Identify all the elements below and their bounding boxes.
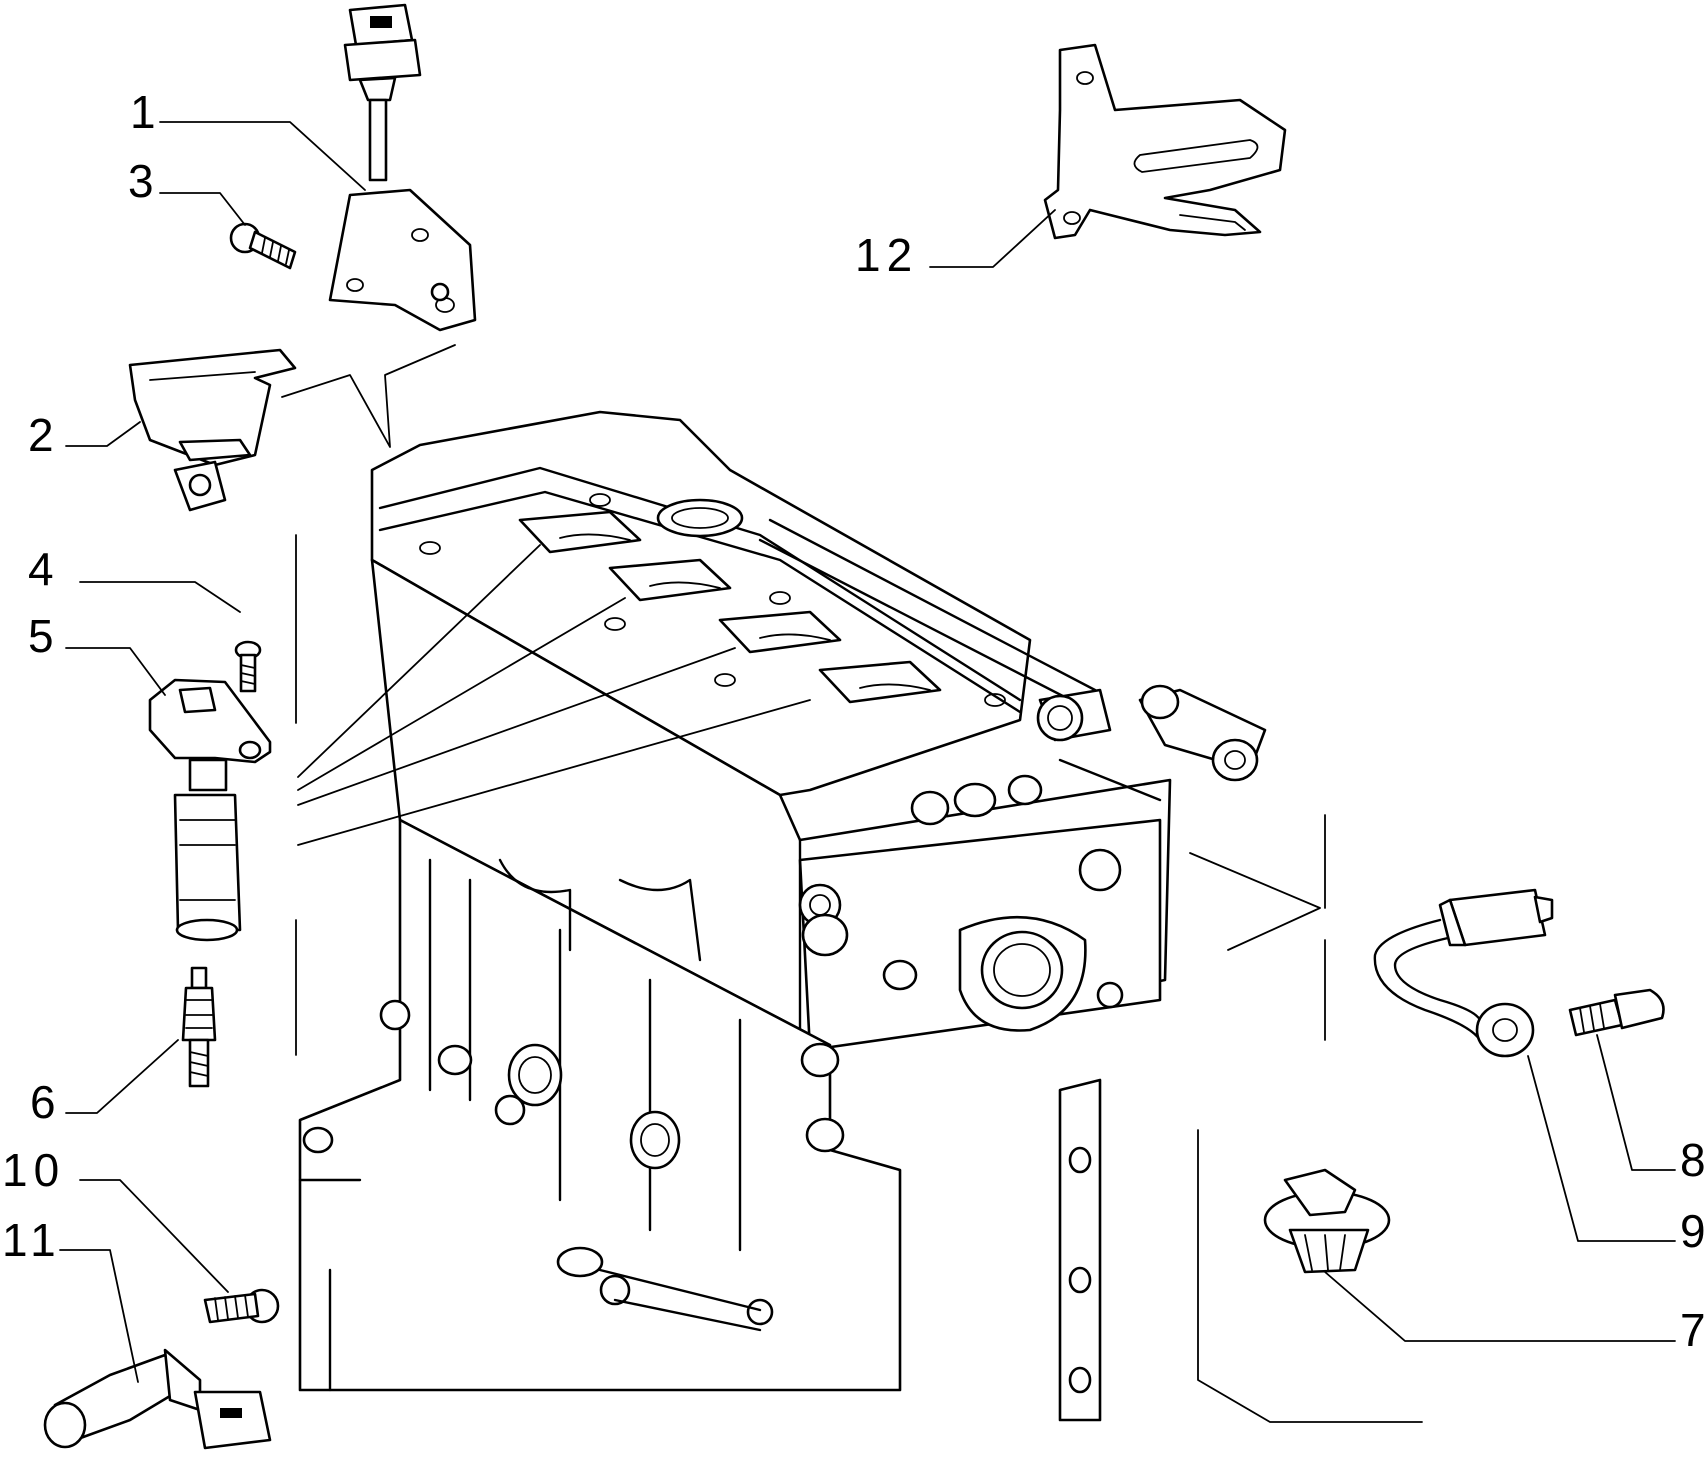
leader-1 (159, 121, 366, 191)
leader-8 (1596, 1034, 1676, 1171)
part-11-crank-sensor (43, 1348, 272, 1450)
callout-12: 12 (855, 229, 918, 281)
part-6-spark-plug (181, 966, 217, 1088)
leader-3 (159, 192, 246, 226)
part-4-screw (234, 640, 262, 693)
part-2-bracket (128, 348, 297, 512)
callout-labels: 1 2 3 4 5 6 7 8 9 10 11 12 (2, 86, 1706, 1356)
callout-7: 7 (1680, 1304, 1706, 1356)
leader-11 (59, 1249, 139, 1383)
callout-10: 10 (2, 1144, 65, 1196)
part-3-bolt (229, 222, 297, 270)
callout-2: 2 (28, 409, 54, 461)
callout-3: 3 (128, 155, 154, 207)
engine-head-block (298, 410, 1267, 1422)
callout-9: 9 (1680, 1205, 1706, 1257)
leader-12 (929, 209, 1056, 268)
callout-11: 11 (2, 1214, 62, 1266)
part-9-knock-sensor (1373, 888, 1554, 1058)
assembly-guide-lines (281, 344, 1423, 1423)
leader-lines (59, 121, 1676, 1383)
leader-2 (65, 421, 141, 447)
leader-10 (79, 1179, 229, 1293)
part-1-sensor (328, 3, 477, 332)
leader-6 (65, 1039, 179, 1114)
leader-4 (79, 581, 241, 613)
callout-8: 8 (1680, 1134, 1706, 1186)
leader-7 (1324, 1271, 1676, 1342)
part-5-ignition-coil (148, 678, 272, 942)
callout-6: 6 (30, 1076, 56, 1128)
callout-1: 1 (130, 86, 156, 138)
leader-5 (65, 647, 166, 696)
callout-4: 4 (28, 543, 54, 595)
part-7-grommet (1263, 1168, 1391, 1274)
leader-9 (1527, 1055, 1676, 1242)
part-8-bolt (1568, 988, 1665, 1037)
callout-5: 5 (28, 610, 54, 662)
part-10-bolt (203, 1288, 280, 1324)
part-12-bracket (1043, 43, 1287, 240)
